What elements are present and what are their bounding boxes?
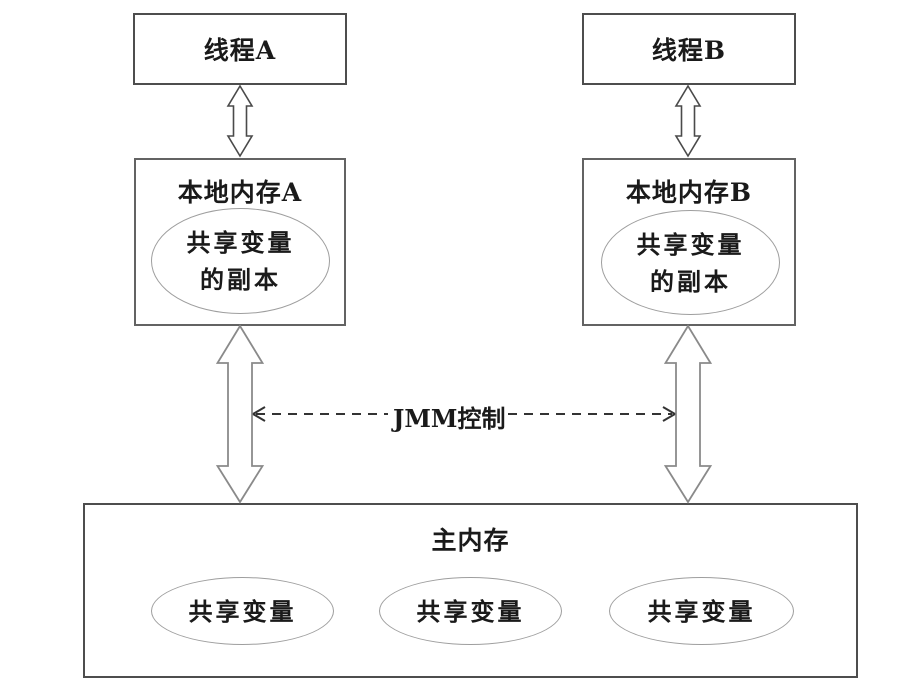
shared-variable-2-label: 共享变量 [416,596,525,626]
local-memory-a-box: 本地内存A 共享变量 的副本 [134,158,346,326]
shared-variable-ellipse-1: 共享变量 [151,577,334,645]
double-arrow-thread-b-local-b [674,84,702,158]
local-memory-b-label: 本地内存B [625,178,753,207]
shared-variable-ellipse-2: 共享变量 [379,577,562,645]
shared-variable-3-label: 共享变量 [647,596,756,626]
thread-b-label: 线程B [651,36,727,65]
double-arrow-local-b-main [663,324,713,504]
shared-var-copy-b-line2: 的副本 [650,266,731,296]
thread-b-box: 线程B [582,13,796,85]
double-arrow-local-a-main [215,324,265,504]
local-memory-a-copy-ellipse: 共享变量 的副本 [151,208,330,314]
shared-var-copy-a-line1: 共享变量 [186,228,295,257]
main-memory-label: 主内存 [431,526,510,555]
jmm-control-label: JMM控制 [393,399,506,434]
jmm-dashed-arrow-right [508,406,676,422]
double-arrow-thread-a-local-a [226,84,254,158]
shared-var-copy-b-line1: 共享变量 [636,229,745,259]
thread-a-label: 线程A [203,36,277,65]
jmm-dashed-arrow-left [252,406,388,422]
main-memory-box: 主内存 共享变量 共享变量 共享变量 [83,503,858,678]
thread-a-box: 线程A [133,13,347,85]
shared-var-copy-a-line2: 的副本 [200,265,281,294]
shared-variable-1-label: 共享变量 [188,596,297,626]
local-memory-b-copy-ellipse: 共享变量 的副本 [601,210,780,315]
shared-variable-ellipse-3: 共享变量 [609,577,794,645]
local-memory-b-box: 本地内存B 共享变量 的副本 [582,158,796,326]
local-memory-a-label: 本地内存A [177,178,303,207]
